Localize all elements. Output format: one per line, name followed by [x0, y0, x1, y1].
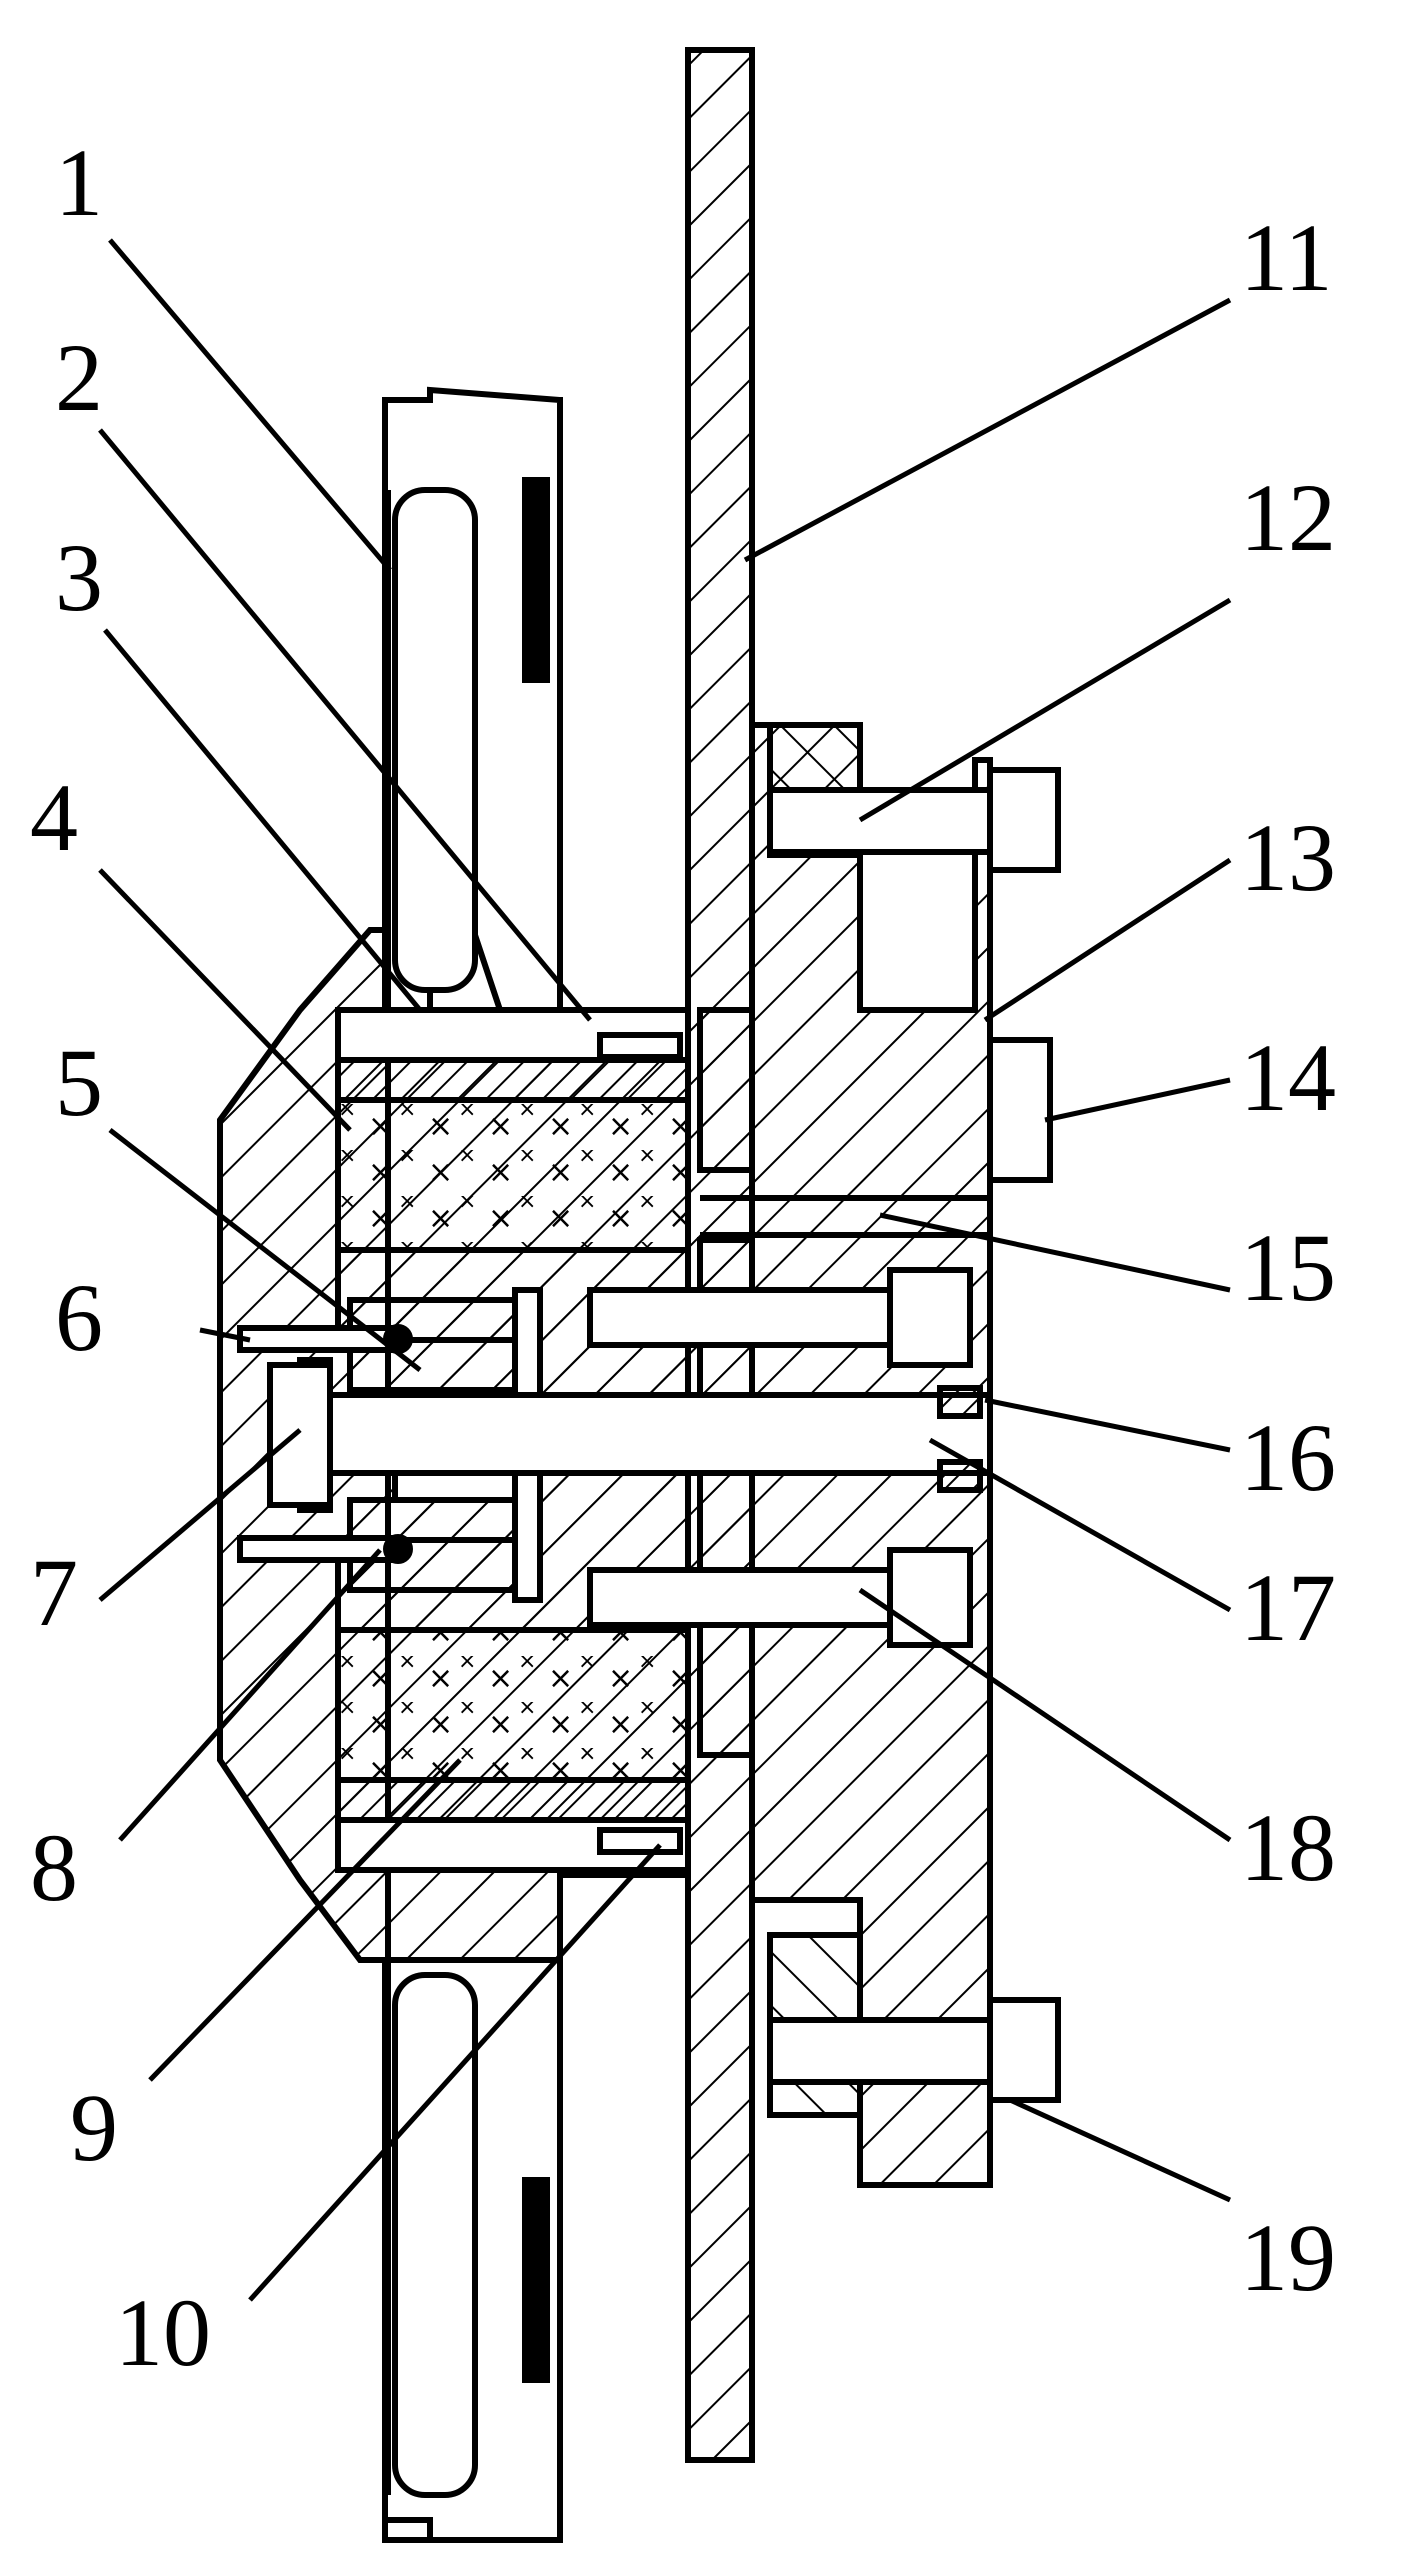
label-13: 13	[1240, 804, 1336, 911]
label-19: 19	[1240, 2204, 1336, 2311]
end-cap-7	[270, 1365, 330, 1505]
label-15: 15	[1240, 1214, 1336, 1321]
label-10: 10	[115, 2279, 211, 2386]
label-5: 5	[55, 1029, 103, 1136]
label-14: 14	[1240, 1024, 1336, 1131]
label-2: 2	[55, 324, 103, 431]
label-11: 11	[1240, 204, 1332, 311]
label-16: 16	[1240, 1404, 1336, 1511]
label-17: 17	[1240, 1554, 1336, 1661]
label-3: 3	[55, 524, 103, 631]
label-7: 7	[30, 1539, 78, 1646]
label-6: 6	[55, 1264, 103, 1371]
label-12: 12	[1240, 464, 1336, 571]
label-18: 18	[1240, 1794, 1336, 1901]
label-1: 1	[55, 129, 103, 236]
label-4: 4	[30, 764, 78, 871]
label-9: 9	[70, 2074, 118, 2181]
label-8: 8	[30, 1814, 78, 1921]
